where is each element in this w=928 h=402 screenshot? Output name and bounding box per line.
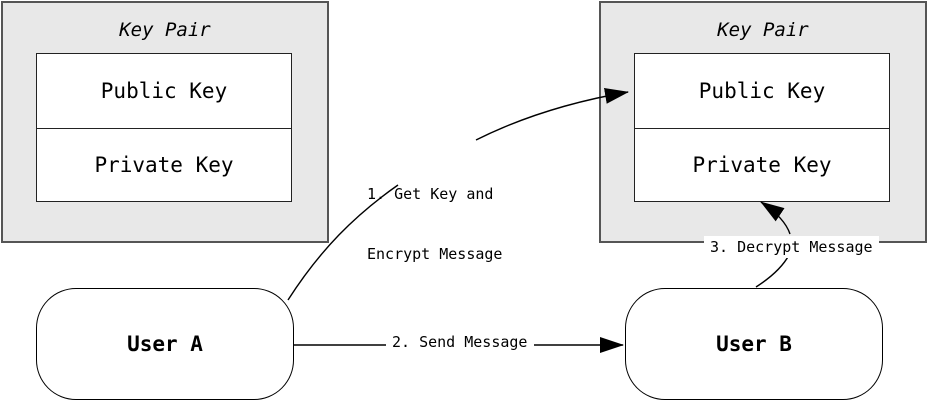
public-key-cell: Public Key bbox=[37, 54, 291, 129]
private-key-cell: Private Key bbox=[94, 152, 234, 177]
key-pair-title: Key Pair bbox=[717, 19, 809, 41]
arrow-decrypt bbox=[755, 254, 790, 288]
arrow-get-key-head bbox=[475, 88, 629, 141]
key-pair-inner: Public Key Private Key bbox=[634, 53, 890, 202]
step2-label: 2. Send Message bbox=[388, 332, 532, 352]
step1-label: 1. Get Key and Encrypt Message bbox=[367, 144, 502, 284]
key-pair-right: Key Pair Public Key Private Key bbox=[599, 1, 927, 243]
arrow-decrypt-head bbox=[760, 201, 791, 235]
step3-label: 3. Decrypt Message bbox=[704, 236, 879, 258]
step1-line1: 1. Get Key and bbox=[367, 185, 494, 203]
key-pair-title: Key Pair bbox=[119, 19, 211, 41]
key-pair-left: Key Pair Public Key Private Key bbox=[1, 1, 329, 243]
user-b-node: User B bbox=[625, 288, 883, 400]
public-key-cell: Public Key bbox=[635, 54, 889, 129]
user-a-node: User A bbox=[36, 288, 294, 400]
key-pair-inner: Public Key Private Key bbox=[36, 53, 292, 202]
step1-line2: Encrypt Message bbox=[367, 245, 503, 263]
private-key-cell: Private Key bbox=[692, 152, 832, 177]
arrow-get-key bbox=[287, 184, 399, 301]
